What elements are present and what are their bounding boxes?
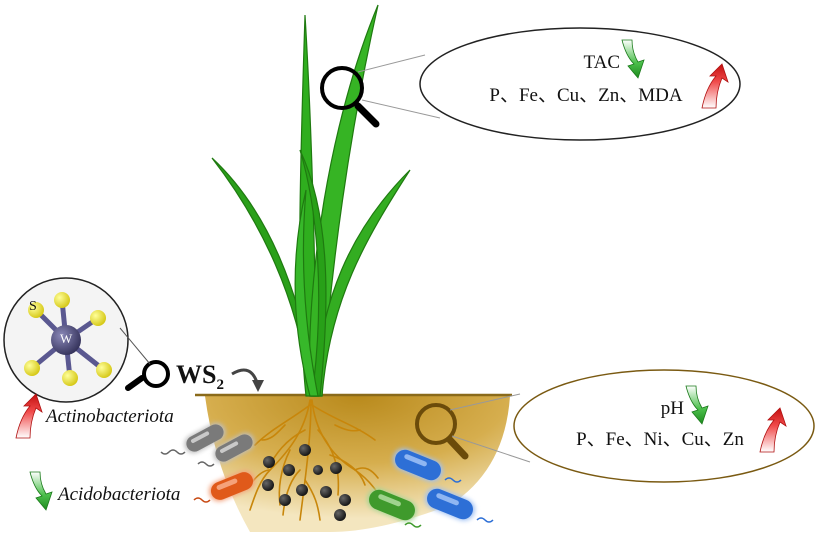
bacterium-green bbox=[367, 488, 417, 522]
ws2-molecule bbox=[24, 292, 112, 386]
callout-line bbox=[451, 435, 531, 463]
ws2-particles bbox=[262, 444, 351, 521]
bacterium-blue-1 bbox=[393, 448, 443, 482]
curved-arrow-icon bbox=[231, 368, 264, 392]
plant-callout-line2: P、Fe、Cu、Zn、MDA bbox=[489, 85, 683, 106]
plant-callout-bubble bbox=[419, 27, 741, 141]
bacteria-label-actinobacteriota: Actinobacteriota bbox=[46, 406, 174, 427]
bacterium-orange bbox=[209, 470, 255, 502]
ws2-label: WS2 bbox=[176, 360, 224, 394]
magnifier-icon bbox=[415, 403, 469, 460]
bacteria-cells bbox=[160, 422, 494, 528]
magnifier-icon bbox=[320, 66, 380, 128]
rice-plant bbox=[211, 4, 411, 397]
up-arrow-icon bbox=[759, 407, 787, 453]
soil-callout-bubble bbox=[513, 369, 815, 483]
bacterium-gray-1 bbox=[184, 422, 226, 454]
soil-callout-line1: pH bbox=[660, 398, 684, 419]
bacterium-gray-2 bbox=[213, 432, 255, 464]
callout-line bbox=[449, 393, 521, 411]
plant-callout-line1: TAC bbox=[583, 52, 620, 73]
down-arrow-icon bbox=[621, 39, 645, 79]
soil-callout-line2: P、Fe、Ni、Cu、Zn bbox=[576, 429, 744, 450]
bacteria-label-acidobacteriota: Acidobacteriota bbox=[58, 484, 181, 505]
down-arrow-icon bbox=[685, 385, 709, 425]
down-arrow-icon bbox=[29, 471, 53, 511]
bacterium-blue-2 bbox=[425, 487, 475, 521]
magnifier-icon bbox=[125, 360, 170, 391]
molecule-center-atom: W bbox=[60, 331, 73, 346]
molecule-ligand-atom: S bbox=[29, 299, 37, 314]
ws2-label-main: WS bbox=[176, 360, 217, 389]
leaf-2 bbox=[308, 4, 379, 397]
leaf-5 bbox=[299, 149, 327, 397]
ws2-label-subscript: 2 bbox=[216, 377, 224, 394]
leaf-4 bbox=[313, 169, 411, 397]
callout-line bbox=[119, 327, 151, 365]
callout-line bbox=[357, 54, 426, 73]
leaf-6 bbox=[294, 189, 319, 397]
up-arrow-icon bbox=[701, 63, 729, 109]
callout-line bbox=[361, 99, 441, 119]
up-arrow-icon bbox=[15, 393, 43, 439]
